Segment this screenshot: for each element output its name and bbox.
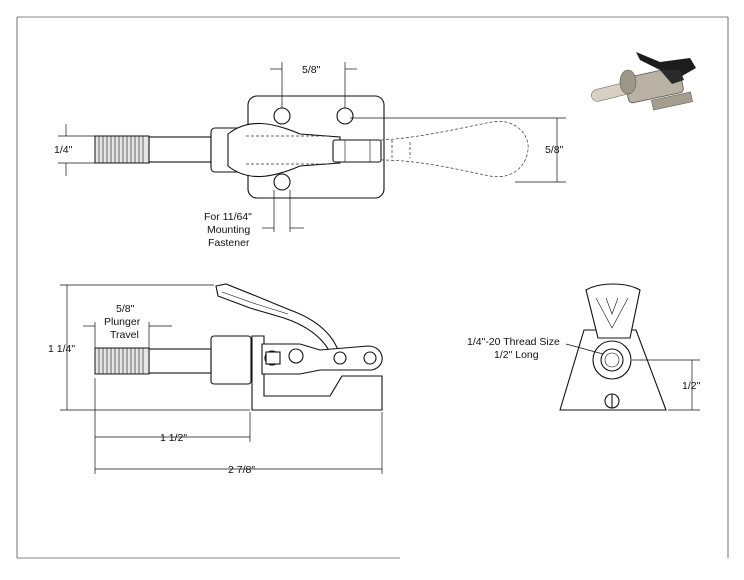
note-mounting-line1: For 11/64" bbox=[204, 211, 252, 223]
pivot-pin bbox=[288, 348, 304, 364]
pivot-pin bbox=[363, 351, 377, 365]
product-photo bbox=[591, 52, 696, 111]
end-view-dimensions: 1/4"-20 Thread Size 1/2" Long 1/2" bbox=[467, 336, 701, 411]
note-thread-line2: 1/2" Long bbox=[494, 349, 539, 361]
dim-height: 1 1/4" bbox=[48, 343, 75, 355]
sheet-border bbox=[16, 16, 729, 559]
threaded-plunger bbox=[94, 135, 212, 164]
dim-center-height: 1/2" bbox=[682, 380, 701, 392]
end-view bbox=[559, 283, 667, 411]
handle-hidden-outline bbox=[380, 120, 529, 178]
dim-travel-line3: Travel bbox=[110, 329, 139, 341]
dim-handle-width: 5/8" bbox=[545, 144, 564, 156]
linkage-body bbox=[227, 122, 341, 178]
threaded-plunger bbox=[94, 347, 150, 375]
pivot-block bbox=[332, 139, 382, 163]
mounting-hole bbox=[336, 107, 354, 125]
side-view-dimensions: 1 1/4" 5/8" Plunger Travel 1 1/2" 2 7/8" bbox=[48, 284, 383, 476]
side-view bbox=[94, 283, 383, 411]
mounting-hole bbox=[273, 107, 291, 125]
mounting-hole bbox=[273, 173, 291, 191]
note-mounting-line3: Fastener bbox=[208, 237, 250, 249]
thread-bore bbox=[600, 348, 624, 372]
dim-base-to-tip: 1 1/2" bbox=[160, 432, 187, 444]
pivot-pin bbox=[333, 351, 347, 365]
note-mounting-line2: Mounting bbox=[207, 224, 250, 236]
pivot-block bbox=[265, 351, 281, 365]
dim-travel-line1: 5/8" bbox=[116, 303, 135, 315]
dim-overall-length: 2 7/8" bbox=[228, 464, 255, 476]
top-view bbox=[94, 95, 529, 199]
plunger-shaft bbox=[148, 348, 212, 374]
note-thread-line1: 1/4"-20 Thread Size bbox=[467, 336, 560, 348]
dim-travel-line2: Plunger bbox=[104, 316, 141, 328]
dim-bolt-diameter: 1/4" bbox=[54, 144, 73, 156]
top-view-dimensions: 5/8" 1/4" 5/8" For 11/64" Mounting Faste… bbox=[54, 62, 566, 249]
plunger-collar bbox=[210, 335, 252, 385]
dim-hole-spacing: 5/8" bbox=[302, 64, 321, 76]
